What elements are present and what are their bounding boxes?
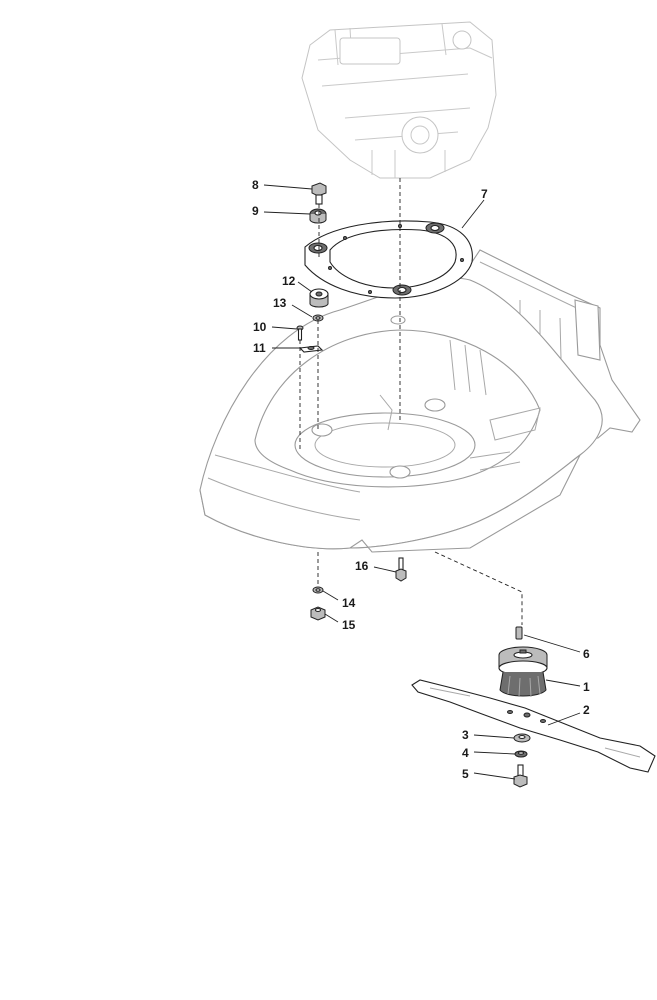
engine-mounting-plate [304,220,473,299]
blade-adapter-1 [498,646,548,698]
blade-2 [411,679,656,773]
key-6 [515,626,523,640]
leader-lines [263,184,581,780]
spacer-12 [309,288,329,308]
spacer-9 [309,208,327,224]
callout-9: 9 [252,204,259,218]
callout-6: 6 [583,647,590,661]
callout-2: 2 [583,703,590,717]
nut-15 [310,606,326,621]
washer-3 [513,733,531,743]
callout-14: 14 [342,596,356,610]
callout-7: 7 [481,187,488,201]
clip-11 [298,345,324,353]
callout-15: 15 [342,618,356,632]
callout-10: 10 [253,320,267,334]
bolt-8 [311,182,327,205]
callout-3: 3 [462,728,469,742]
washer-4 [514,750,528,758]
callout-labels: 8 9 7 12 13 10 11 16 14 15 6 1 2 3 4 5 [252,178,590,781]
washer-14 [312,586,324,594]
callout-4: 4 [462,746,469,760]
callout-16: 16 [355,559,369,573]
callout-8: 8 [252,178,259,192]
assembly-axes [299,178,523,625]
callout-11: 11 [253,341,266,355]
mower-deck [199,249,641,553]
bolt-16 [395,557,407,582]
callout-13: 13 [273,296,287,310]
callout-12: 12 [282,274,296,288]
callout-1: 1 [583,680,590,694]
engine-outline [301,21,497,179]
bolt-5 [513,764,528,788]
callout-5: 5 [462,767,469,781]
